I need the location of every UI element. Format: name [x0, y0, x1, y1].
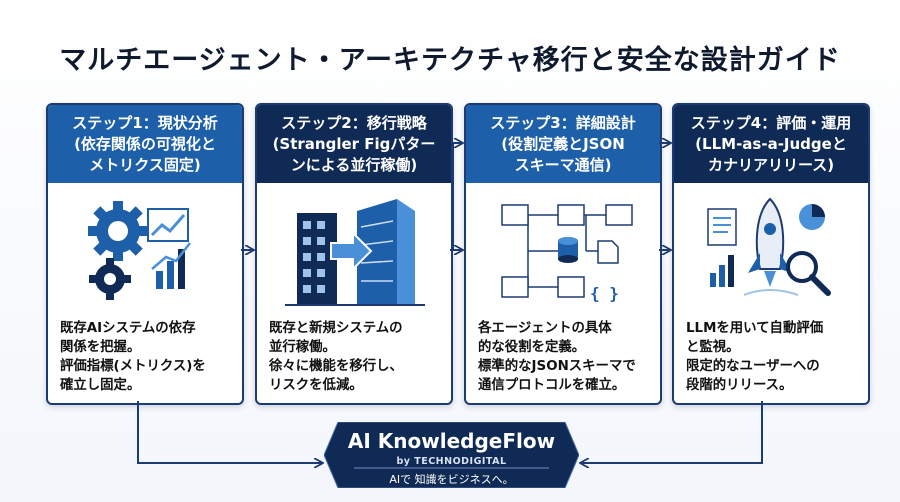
- step-4-description: LLMを用いて自動評価 と監視。 限定的なユーザーへの 段階的リリース。: [686, 321, 824, 393]
- rocket-evaluation-icon: [707, 197, 831, 296]
- json-braces-icon: { }: [590, 284, 619, 303]
- step-3-header: ステップ3：詳細設計 (役割定義とJSON スキーマ通信): [466, 105, 660, 183]
- banner-shape: [324, 422, 579, 488]
- step-4-header: ステップ4：評価・運用 (LLM-as-a-Judgeと カナリアリリース): [674, 105, 868, 183]
- step-3-description: 各エージェントの具体 的な役割を定義。 標準的なJSONスキーマで 通信プロトコ…: [478, 321, 636, 393]
- step-2-header: ステップ2：移行戦略 (Strangler Figパター ンによる並行稼働): [257, 105, 451, 183]
- step-card-2: ステップ2：移行戦略 (Strangler Figパター ンによる並行稼働) 既…: [255, 103, 453, 405]
- step-1-description: 既存AIシステムの依存 関係を把握。 評価指標(メトリクス)を 確立し固定。: [60, 321, 206, 393]
- step-2-description: 既存と新規システムの 並行稼働。 徐々に機能を移行し、 リスクを低減。: [269, 321, 403, 393]
- schema-network-icon: { }: [501, 204, 633, 303]
- connector-step1-to-footer: [137, 401, 322, 463]
- step-card-1: ステップ1：現状分析 (依存関係の可視化と メトリクス固定): [46, 103, 244, 405]
- brand-subtitle: by TECHNODIGITAL: [396, 456, 507, 467]
- step-card-3: ステップ3：詳細設計 (役割定義とJSON スキーマ通信) { } 各エージェン…: [464, 103, 662, 405]
- connector-step4-to-footer: [581, 401, 763, 463]
- buildings-migration-icon: [285, 199, 425, 306]
- brand-banner: AI KnowledgeFlow by TECHNODIGITAL AIで 知識…: [324, 422, 579, 488]
- brand-title: AI KnowledgeFlow: [347, 429, 556, 453]
- step-card-4: ステップ4：評価・運用 (LLM-as-a-Judgeと カナリアリリース) L…: [672, 103, 870, 405]
- step-1-header: ステップ1：現状分析 (依存関係の可視化と メトリクス固定): [48, 105, 242, 183]
- gears-chart-icon: [88, 201, 191, 300]
- page-title: マルチエージェント・アーキテクチャ移行と安全な設計ガイド: [59, 45, 841, 76]
- brand-tagline: AIで 知識をビジネスへ。: [389, 473, 514, 486]
